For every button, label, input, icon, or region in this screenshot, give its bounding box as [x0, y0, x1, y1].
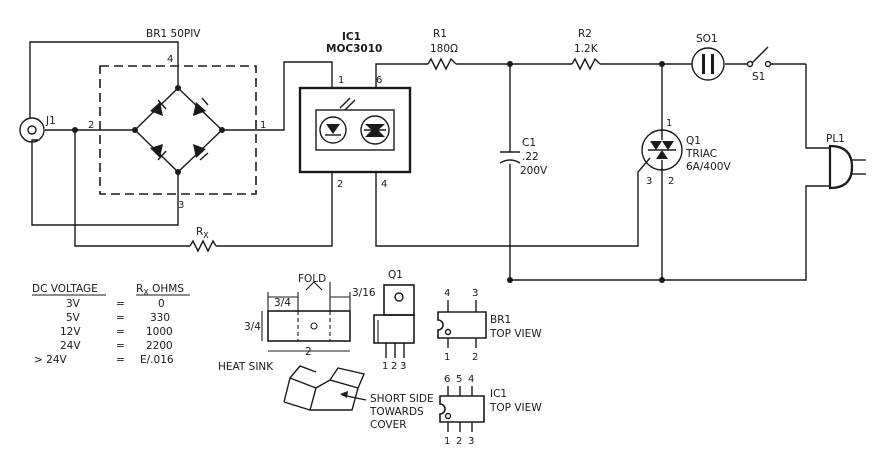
rx-value-table: DC VOLTAGE RX OHMS 3V = 0 5V = 330 12V =…	[32, 283, 190, 366]
svg-text:0: 0	[158, 298, 165, 310]
br1-pin-2: 2	[472, 352, 478, 363]
switch-s1: S1	[746, 46, 772, 83]
table-row: > 24V = E/.016	[34, 354, 174, 366]
optocoupler-ic1: IC1 MOC3010 1 6 2 4	[298, 31, 412, 190]
ic1-package-label: IC1	[490, 388, 507, 400]
ic1-pkg-pin-6: 6	[444, 374, 450, 385]
table-row: 24V = 2200	[60, 340, 173, 352]
svg-text:=: =	[116, 312, 125, 324]
table-header-ohms: RX OHMS	[136, 283, 184, 297]
resistor-rx: RX	[189, 226, 217, 253]
socket-so1: SO1	[691, 33, 725, 81]
c1-value1: .22	[522, 151, 539, 163]
ic1-pkg-pin-1: 1	[444, 436, 450, 447]
plug-label: PL1	[826, 133, 845, 145]
c1-label: C1	[522, 137, 536, 149]
fold-label: FOLD	[298, 273, 326, 285]
br1-package: 4 3 1 2 BR1 TOP VIEW	[437, 288, 542, 363]
svg-text:3V: 3V	[66, 298, 81, 310]
br1-pin-4: 4	[444, 288, 450, 299]
dim-3-4-a: 3/4	[274, 297, 291, 309]
capacitor-c1: C1 .22 200V	[499, 137, 548, 177]
triac-q1: Q1 TRIAC 6A/400V 1 3 2	[641, 118, 731, 187]
svg-text:12V: 12V	[60, 326, 81, 338]
plug-pl1: PL1	[826, 133, 866, 190]
jack-label: J1	[45, 115, 56, 127]
svg-text:=: =	[116, 354, 125, 366]
heat-sink-drawing: FOLD 3/4 3/16 3/4 2 HEAT SINK SHORT SIDE…	[218, 273, 434, 431]
resistor-r1: R1 180Ω	[427, 28, 458, 71]
br1-pin-3: 3	[472, 288, 478, 299]
jack-j1: J1	[19, 115, 56, 143]
q1-package-pin-3: 3	[400, 361, 406, 372]
triac-pin-3: 3	[646, 176, 652, 187]
note-line-3: COVER	[370, 419, 407, 431]
bridge-rectifier: BR1 50PIV 4 2 1 3	[88, 28, 266, 211]
resistor-r2: R2 1.2K	[571, 28, 601, 71]
ic1-label: IC1	[342, 31, 361, 43]
r1-value: 180Ω	[430, 43, 458, 55]
c1-value2: 200V	[520, 165, 548, 177]
ic1-pin-4: 4	[381, 179, 387, 190]
heat-sink-label: HEAT SINK	[218, 361, 274, 373]
svg-text:2200: 2200	[146, 340, 173, 352]
table-header-voltage: DC VOLTAGE	[32, 283, 98, 295]
ic1-pin-2: 2	[337, 179, 343, 190]
r2-value: 1.2K	[574, 43, 599, 55]
ic1-part: MOC3010	[326, 43, 382, 55]
triac-pin-2: 2	[668, 176, 674, 187]
svg-text:1000: 1000	[146, 326, 173, 338]
bridge-label: BR1 50PIV	[146, 28, 201, 40]
ic1-pkg-pin-2: 2	[456, 436, 462, 447]
svg-text:=: =	[116, 340, 125, 352]
svg-text:=: =	[116, 326, 125, 338]
dim-2: 2	[305, 346, 312, 358]
ic1-pkg-pin-3: 3	[468, 436, 474, 447]
ic1-pkg-pin-5: 5	[456, 374, 462, 385]
wiring	[29, 41, 830, 283]
ic1-top-view: TOP VIEW	[489, 402, 542, 414]
bridge-pin-2: 2	[88, 120, 94, 131]
br1-top-view: TOP VIEW	[489, 328, 542, 340]
svg-text:=: =	[116, 298, 125, 310]
bridge-pin-3: 3	[178, 200, 184, 211]
table-row: 3V = 0	[66, 298, 165, 310]
q1-package-label: Q1	[388, 269, 403, 281]
switch-label: S1	[752, 71, 765, 83]
br1-package-label: BR1	[490, 314, 511, 326]
triac-label: Q1	[686, 135, 701, 147]
bridge-pin-4: 4	[167, 54, 173, 65]
svg-text:330: 330	[150, 312, 170, 324]
triac-pin-1: 1	[666, 118, 672, 129]
svg-text:5V: 5V	[66, 312, 81, 324]
svg-text:E/.016: E/.016	[140, 354, 174, 366]
r1-label: R1	[433, 28, 447, 40]
q1-package-pin-2: 2	[391, 361, 397, 372]
table-row: 12V = 1000	[60, 326, 173, 338]
svg-text:> 24V: > 24V	[34, 354, 67, 366]
ic1-pin-1: 1	[338, 75, 344, 86]
dim-3-4-b: 3/4	[244, 321, 261, 333]
q1-package-pin-1: 1	[382, 361, 388, 372]
r2-label: R2	[578, 28, 592, 40]
br1-pin-1: 1	[444, 352, 450, 363]
ic1-pin-6: 6	[376, 75, 382, 86]
q1-package: Q1 1 2 3	[373, 269, 415, 372]
dim-3-16: 3/16	[352, 287, 376, 299]
ic1-pkg-pin-4: 4	[468, 374, 474, 385]
socket-label: SO1	[696, 33, 718, 45]
rx-label: RX	[196, 226, 209, 240]
note-line-2: TOWARDS	[369, 406, 424, 418]
triac-rating: 6A/400V	[686, 161, 731, 173]
ic1-package: 6 5 4 1 2 3 IC1 TOP VIEW	[439, 374, 542, 447]
svg-text:24V: 24V	[60, 340, 81, 352]
triac-type: TRIAC	[685, 148, 717, 160]
table-row: 5V = 330	[66, 312, 170, 324]
bridge-pin-1: 1	[260, 120, 266, 131]
note-line-1: SHORT SIDE	[370, 393, 434, 405]
